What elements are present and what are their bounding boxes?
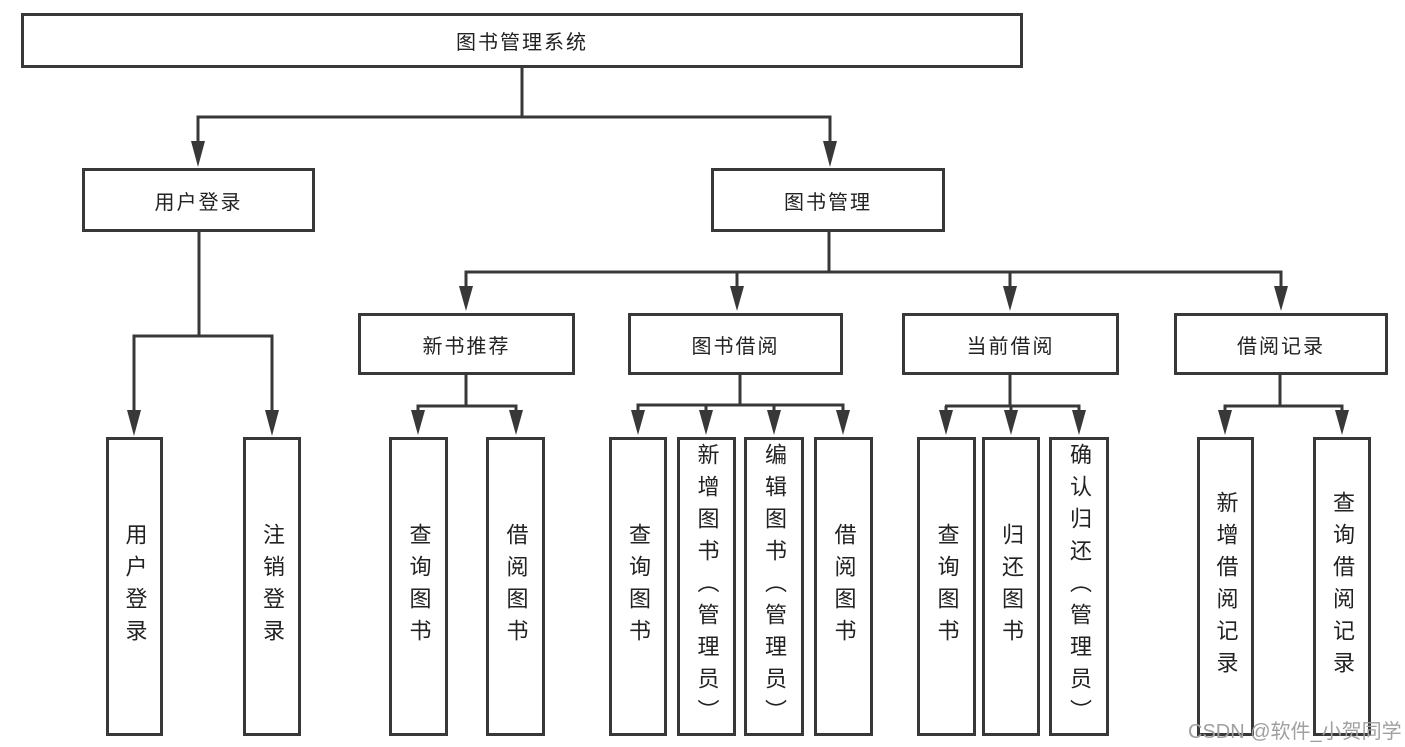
node-label: 查询图书: [406, 522, 432, 651]
node-label: 注销登录: [260, 522, 285, 651]
node-add-borrow-record: 新增借阅记录: [1197, 437, 1254, 736]
node-label: 新增借阅记录: [1213, 490, 1239, 683]
node-borrow-books: 借阅图书: [814, 437, 873, 736]
arrow-down-icon: [127, 410, 141, 436]
node-query-borrow-record: 查询借阅记录: [1313, 437, 1371, 736]
node-return-books: 归还图书: [982, 437, 1040, 736]
connector-book-mgmt-to-level3: [459, 232, 1288, 311]
node-library-management-system: 图书管理系统: [21, 13, 1023, 68]
node-label: 查询图书: [626, 522, 651, 651]
node-query-books-current: 查询图书: [917, 437, 976, 736]
arrow-down-icon: [509, 410, 523, 435]
arrow-down-icon: [459, 286, 473, 311]
arrow-down-icon: [939, 410, 953, 435]
arrow-down-icon: [411, 410, 425, 435]
arrow-down-icon: [836, 410, 850, 435]
node-book-management: 图书管理: [711, 168, 945, 232]
arrow-down-icon: [631, 410, 645, 435]
arrow-down-icon: [823, 141, 837, 167]
connector-user-login-to-leaves: [127, 232, 279, 436]
connector-root-to-level2: [191, 68, 837, 167]
arrow-down-icon: [699, 410, 713, 435]
arrow-down-icon: [1218, 410, 1232, 435]
connector-current-borrow-to-leaves: [939, 375, 1086, 435]
node-query-books-recommend: 查询图书: [389, 437, 448, 736]
node-label: 查询借阅记录: [1330, 490, 1355, 683]
node-label: 用户登录: [154, 191, 243, 214]
node-label: 用户登录: [122, 522, 148, 651]
node-label: 新增图书（管理员）: [694, 442, 720, 731]
node-label: 当前借阅: [966, 335, 1055, 358]
arrow-down-icon: [767, 410, 781, 435]
node-logout: 注销登录: [243, 437, 301, 736]
node-borrow-books-recommend: 借阅图书: [486, 437, 545, 736]
node-label: 归还图书: [999, 522, 1024, 651]
csdn-watermark: CSDN @软件_小贺同学: [1188, 721, 1402, 743]
node-user-login-leaf: 用户登录: [106, 437, 163, 736]
node-current-borrowing: 当前借阅: [902, 313, 1119, 375]
node-add-books-admin: 新增图书（管理员）: [677, 437, 736, 736]
node-label: 图书借阅: [691, 335, 780, 358]
arrow-down-icon: [191, 141, 205, 167]
node-label: 编辑图书（管理员）: [762, 442, 787, 731]
node-label: 图书管理: [784, 191, 872, 214]
connector-borrow-records-to-leaves: [1218, 375, 1349, 435]
node-confirm-return-admin: 确认归还（管理员）: [1049, 437, 1109, 736]
node-book-borrowing: 图书借阅: [628, 313, 843, 375]
node-label: 新书推荐: [422, 335, 511, 358]
connector-book-borrow-to-leaves: [631, 375, 850, 435]
arrow-down-icon: [1274, 286, 1288, 311]
node-label: 借阅记录: [1237, 335, 1325, 358]
node-label: 借阅图书: [831, 522, 857, 651]
arrow-down-icon: [1335, 410, 1349, 435]
node-borrowing-records: 借阅记录: [1174, 313, 1388, 375]
node-label: 查询图书: [934, 522, 960, 651]
arrow-down-icon: [1004, 410, 1018, 435]
connector-new-book-to-leaves: [411, 375, 523, 435]
node-label: 借阅图书: [503, 522, 529, 651]
node-label: 图书管理系统: [456, 32, 588, 54]
node-label: 确认归还（管理员）: [1067, 442, 1092, 731]
node-new-book-recommend: 新书推荐: [358, 313, 575, 375]
arrow-down-icon: [1072, 410, 1086, 435]
arrow-down-icon: [1003, 286, 1017, 311]
node-edit-books-admin: 编辑图书（管理员）: [744, 437, 804, 736]
arrow-down-icon: [730, 286, 744, 311]
node-user-login: 用户登录: [82, 168, 315, 232]
node-query-books-borrow: 查询图书: [609, 437, 667, 736]
arrow-down-icon: [265, 410, 279, 436]
